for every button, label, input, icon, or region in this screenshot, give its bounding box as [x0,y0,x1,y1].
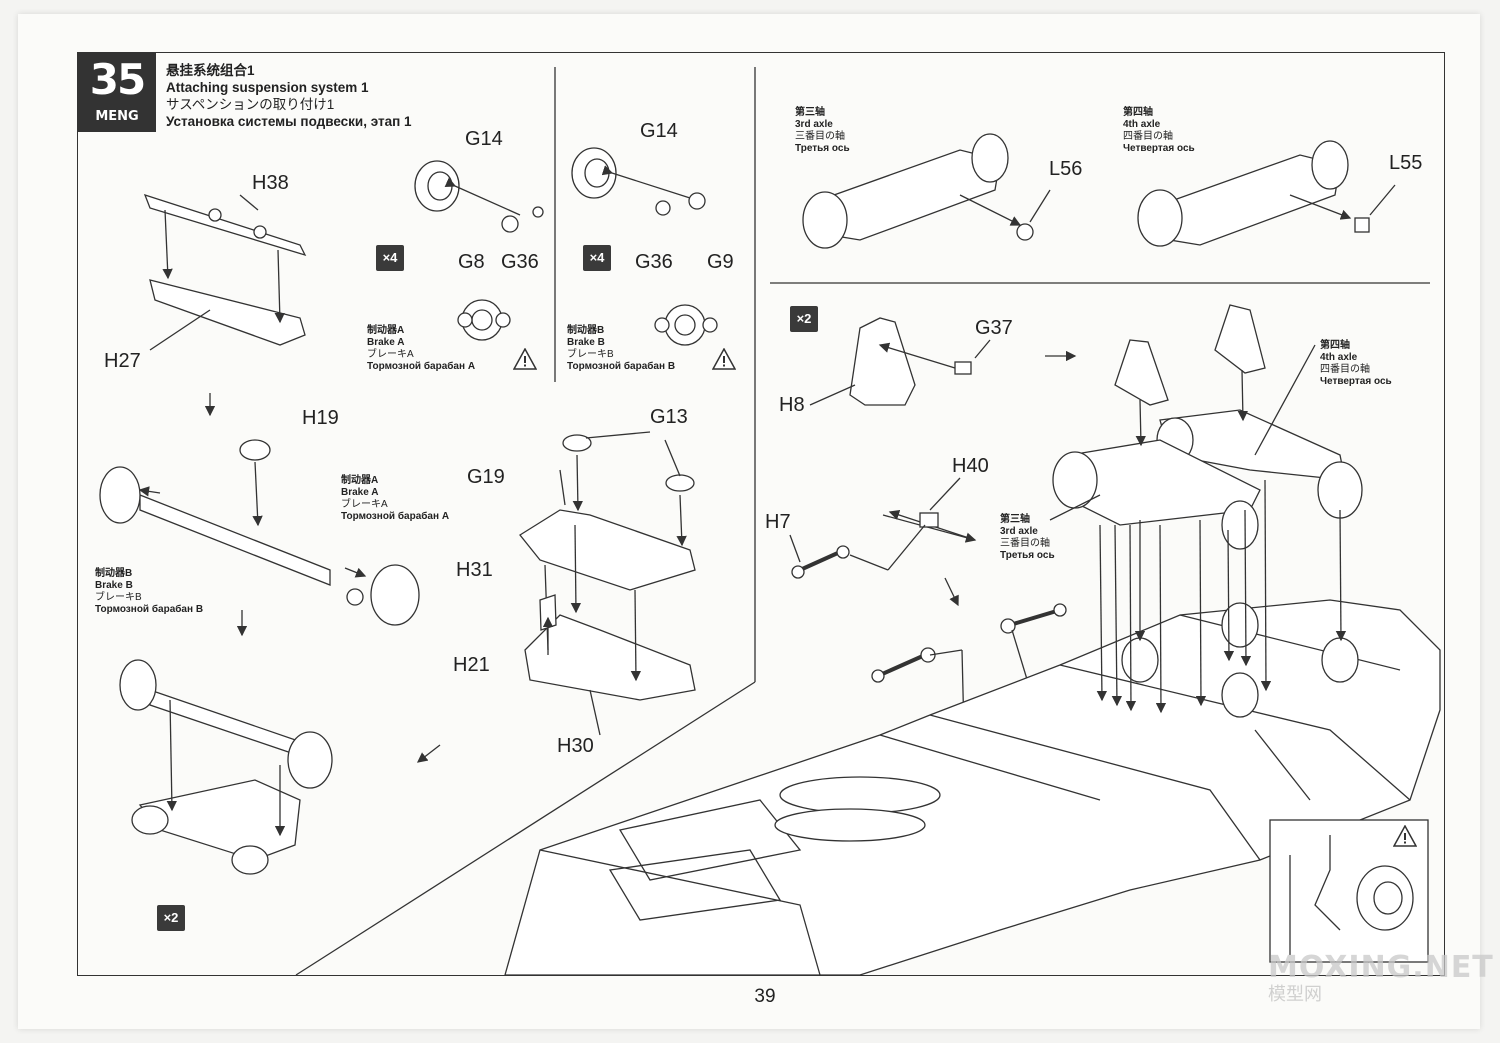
note-third-axle-main-zh: 第三轴 [1000,514,1030,525]
note-fourth-axle-ja: 四番目の軸 [1123,131,1173,142]
note-brake-b-ja: ブレーキB [567,349,614,360]
part-label-g36-a: G36 [501,251,539,273]
note-brake-a-mid: 制动器A Brake A ブレーキA Тормозной барабан A [341,475,449,523]
note-brake-b-top: 制动器B Brake B ブレーキB Тормозной барабан B [567,325,675,373]
note-fourth-axle-main: 第四轴 4th axle 四番目の軸 Четвертая ось [1320,340,1392,388]
part-label-h19: H19 [302,407,339,429]
note-brake-a-zh: 制动器A [367,325,405,336]
part-label-h38: H38 [252,172,289,194]
quantity-badge-left-assembly: ×2 [157,905,185,931]
warning-triangle-icon [712,348,736,370]
note-third-axle-main-ja: 三番目の軸 [1000,538,1050,549]
note-brake-b-mid: 制动器B Brake B ブレーキB Тормозной барабан B [95,568,203,616]
part-label-l56: L56 [1049,158,1083,180]
note-fourth-axle-top: 第四轴 4th axle 四番目の軸 Четвертая ось [1123,107,1195,155]
step-title-ja: サスペンションの取り付け1 [166,97,335,112]
note-fourth-axle-zh: 第四轴 [1123,107,1153,118]
part-label-l55: L55 [1389,152,1423,174]
note-brake-a-mid-zh: 制动器A [341,475,379,486]
note-third-axle-top: 第三轴 3rd axle 三番目の軸 Третья ось [795,107,850,155]
divider-diagonal [295,681,756,976]
watermark: MOXING.NET [1268,950,1494,985]
watermark-sub: 模型网 [1268,984,1322,1004]
note-brake-b-en: Brake B [567,337,605,348]
note-third-axle-en: 3rd axle [795,119,833,130]
step-badge: 35 MENG [78,53,156,132]
note-fourth-axle-main-ru: Четвертая ось [1320,376,1392,387]
part-label-g14-a: G14 [465,128,503,150]
note-fourth-axle-ru: Четвертая ось [1123,143,1195,154]
part-label-g13: G13 [650,406,688,428]
note-brake-b-zh: 制动器B [567,325,605,336]
warning-triangle-icon [1393,825,1417,847]
part-label-h40: H40 [952,455,989,477]
part-label-h8: H8 [779,394,805,416]
note-brake-a-ja: ブレーキA [367,349,414,360]
part-label-h21: H21 [453,654,490,676]
part-label-g37: G37 [975,317,1013,339]
part-label-h30: H30 [557,735,594,757]
page-number: 39 [754,986,776,1007]
warning-triangle-icon [513,348,537,370]
step-title-en: Attaching suspension system 1 [166,80,369,95]
note-brake-a-mid-en: Brake A [341,487,379,498]
note-third-axle-zh: 第三轴 [795,107,825,118]
note-brake-a-ru: Тормозной барабан A [367,361,476,372]
note-brake-a-en: Brake A [367,337,405,348]
part-label-g8: G8 [458,251,485,273]
part-label-h7: H7 [765,511,791,533]
quantity-badge-bracket: ×2 [790,306,818,332]
quantity-badge-brake-a: ×4 [376,245,404,271]
note-fourth-axle-main-zh: 第四轴 [1320,340,1350,351]
note-third-axle-ja: 三番目の軸 [795,131,845,142]
part-label-g14-b: G14 [640,120,678,142]
note-fourth-axle-en: 4th axle [1123,119,1161,130]
note-brake-a-top: 制动器A Brake A ブレーキA Тормозной барабан A [367,325,475,373]
note-brake-b-ru: Тормозной барабан B [567,361,676,372]
step-title-zh: 悬挂系统组合1 [166,63,255,78]
note-brake-a-mid-ru: Тормозной барабан A [341,511,450,522]
note-third-axle-ru: Третья ось [795,143,850,154]
step-title-ru: Установка системы подвески, этап 1 [166,114,412,129]
note-third-axle-main-en: 3rd axle [1000,526,1038,537]
step-number: 35 [89,55,146,104]
note-brake-b-mid-en: Brake B [95,580,133,591]
part-label-h31: H31 [456,559,493,581]
step-title: 悬挂系统组合1 Attaching suspension system 1 サス… [166,62,412,130]
note-brake-b-mid-ja: ブレーキB [95,592,142,603]
part-label-g19: G19 [467,466,505,488]
note-brake-b-mid-ru: Тормозной барабан B [95,604,204,615]
note-fourth-axle-main-en: 4th axle [1320,352,1358,363]
note-third-axle-main-ru: Третья ось [1000,550,1055,561]
quantity-badge-brake-b: ×4 [583,245,611,271]
part-label-g36-b: G36 [635,251,673,273]
note-third-axle-main: 第三轴 3rd axle 三番目の軸 Третья ось [1000,514,1055,562]
note-brake-a-mid-ja: ブレーキA [341,499,388,510]
part-label-g9: G9 [707,251,734,273]
brand-logo: MENG [95,109,139,124]
note-fourth-axle-main-ja: 四番目の軸 [1320,364,1370,375]
part-label-h27: H27 [104,350,141,372]
note-brake-b-mid-zh: 制动器B [95,568,133,579]
